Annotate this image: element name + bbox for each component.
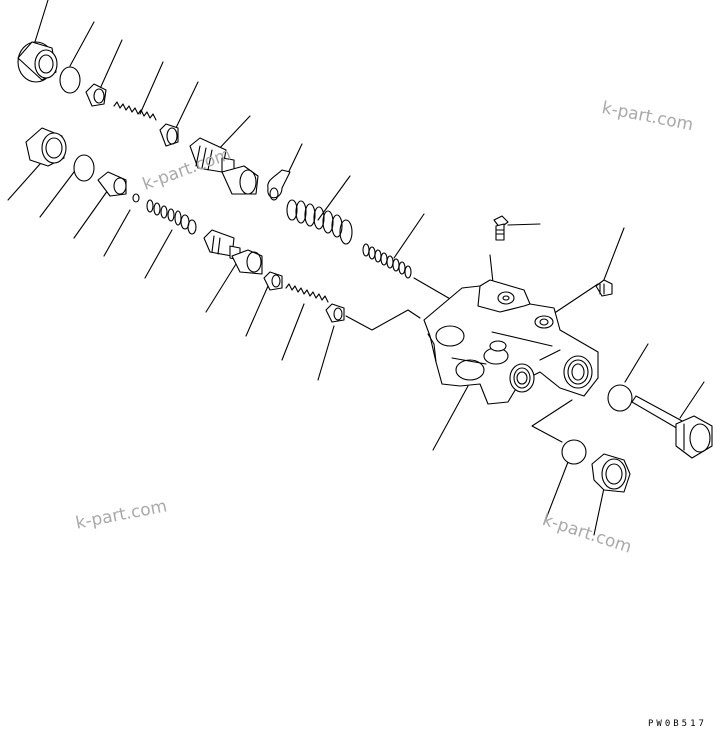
bleeder-screw xyxy=(493,215,509,241)
plug-left-2 xyxy=(25,127,67,167)
cap-1 xyxy=(159,123,179,147)
valve-body xyxy=(423,279,599,405)
plug-bottom xyxy=(591,453,631,493)
spring-large-2 xyxy=(362,243,412,279)
o-ring-3 xyxy=(607,384,633,412)
plug-top-left xyxy=(17,41,58,83)
spring-small-1 xyxy=(113,101,157,121)
leader-lines xyxy=(7,0,705,536)
plug-fitting xyxy=(595,279,613,297)
ring-with-tab xyxy=(267,169,291,201)
spring-large-1 xyxy=(286,199,353,245)
pin-plug xyxy=(631,395,713,459)
cap-2 xyxy=(325,303,345,323)
o-ring-1 xyxy=(59,66,81,94)
sleeve-1 xyxy=(97,171,127,197)
spring-small-2 xyxy=(285,283,329,303)
seat-1 xyxy=(85,83,107,107)
o-ring-2 xyxy=(73,154,95,182)
small-ring-1 xyxy=(132,193,140,203)
spool-2 xyxy=(203,229,263,275)
drawing-code: PW0B517 xyxy=(648,719,707,729)
spring-medium-1 xyxy=(146,199,197,235)
seat-2 xyxy=(263,271,283,291)
spool-1 xyxy=(189,137,259,195)
o-ring-4 xyxy=(561,439,587,465)
